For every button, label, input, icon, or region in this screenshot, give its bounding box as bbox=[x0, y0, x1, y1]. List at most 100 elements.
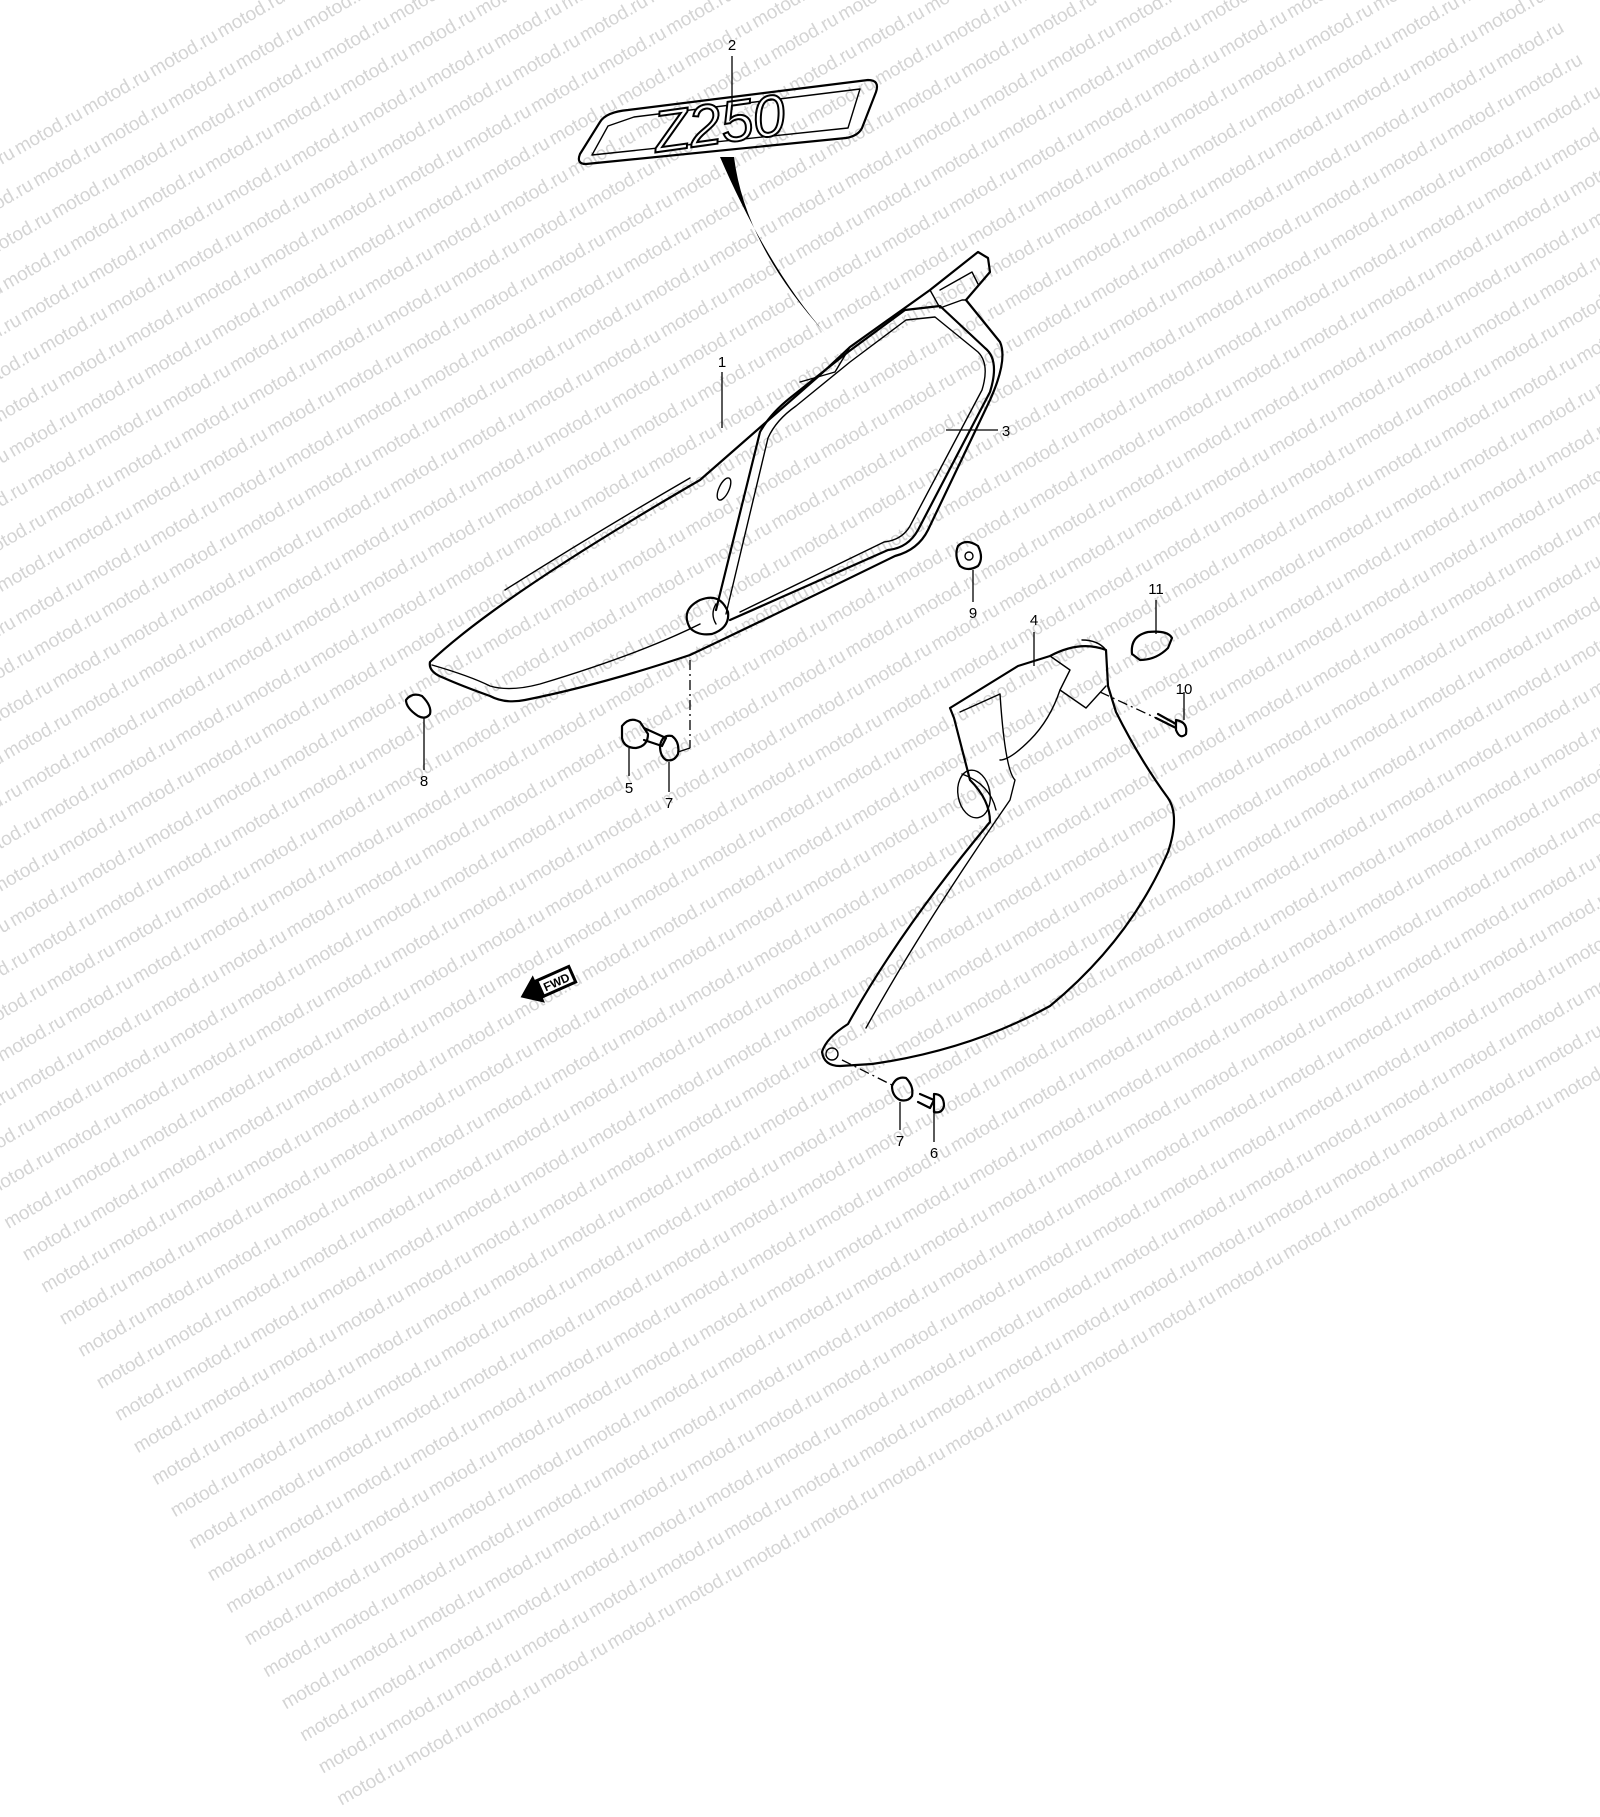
watermark-text: motod.ru bbox=[37, 1241, 113, 1298]
watermark-text: motod.ru bbox=[830, 1211, 906, 1267]
watermark-text: motod.ru bbox=[990, 1332, 1066, 1389]
watermark-text: motod.ru bbox=[799, 1314, 876, 1370]
callout-10: 10 bbox=[1176, 681, 1193, 698]
watermark-text: motod.ru bbox=[467, 1206, 544, 1263]
watermark-text: motod.ru bbox=[406, 1413, 483, 1469]
watermark-text: motod.ru bbox=[401, 1715, 477, 1772]
watermark-text: motod.ru bbox=[671, 1559, 747, 1616]
watermark-text: motod.ru bbox=[283, 1356, 360, 1412]
watermark-text: motod.ru bbox=[529, 1470, 606, 1526]
callout-1: 1 bbox=[718, 354, 726, 371]
watermark-text: motod.ru bbox=[443, 1477, 520, 1533]
watermark-text: motod.ru bbox=[111, 1369, 187, 1426]
watermark-text: motod.ru bbox=[787, 1449, 864, 1506]
pad-part-3 bbox=[714, 304, 996, 622]
watermark-text: motod.ru bbox=[425, 1445, 501, 1501]
callout-4: 4 bbox=[1030, 612, 1038, 629]
watermark-text: motod.ru bbox=[652, 1527, 729, 1584]
watermark-text: motod.ru bbox=[953, 1268, 1029, 1325]
watermark-text: motod.ru bbox=[228, 1259, 304, 1316]
emblem-part-2: Z250 bbox=[577, 78, 879, 166]
watermark-text: motod.ru bbox=[922, 1371, 999, 1428]
watermark-text: motod.ru bbox=[1058, 1293, 1134, 1350]
watermark-text: motod.ru bbox=[658, 1225, 734, 1281]
watermark-text: motod.ru bbox=[523, 1303, 599, 1359]
callout-3: 3 bbox=[1002, 423, 1010, 440]
watermark-text: motod.ru bbox=[738, 1520, 815, 1577]
watermark-text: motod.ru bbox=[314, 1252, 390, 1309]
watermark-text: motod.ru bbox=[855, 1410, 931, 1467]
watermark-text: motod.ru bbox=[1008, 1364, 1085, 1421]
watermark-text: motod.ru bbox=[873, 1442, 950, 1499]
watermark-text: motod.ru bbox=[536, 1637, 612, 1694]
watermark-text: motod.ru bbox=[129, 1401, 206, 1458]
bolt-part-5 bbox=[620, 718, 668, 750]
watermark-text: motod.ru bbox=[382, 1683, 458, 1740]
watermark-text: motod.ru bbox=[295, 1220, 372, 1277]
watermark-text: motod.ru bbox=[720, 1488, 796, 1545]
callout-2: 2 bbox=[728, 37, 736, 54]
callout-7-left: 7 bbox=[665, 795, 673, 812]
watermark-text: motod.ru bbox=[92, 1337, 169, 1394]
watermark-text: motod.ru bbox=[566, 1534, 643, 1591]
watermark-text: motod.ru bbox=[695, 1289, 771, 1345]
watermark-text: motod.ru bbox=[203, 1530, 280, 1586]
watermark-text: motod.ru bbox=[517, 1605, 594, 1662]
watermark-text: motod.ru bbox=[934, 1236, 1011, 1292]
washer-part-7-left bbox=[658, 734, 680, 762]
watermark-text: motod.ru bbox=[74, 1305, 150, 1362]
watermark-text: motod.ru bbox=[769, 1417, 845, 1474]
watermark-text: motod.ru bbox=[123, 1234, 199, 1291]
watermark-text: motod.ru bbox=[197, 1362, 273, 1419]
watermark-text: motod.ru bbox=[418, 1278, 495, 1334]
watermark-text: motod.ru bbox=[627, 1328, 704, 1384]
watermark-text: motod.ru bbox=[462, 1509, 538, 1565]
watermark-text: motod.ru bbox=[179, 1330, 255, 1387]
diagram-drawing: Z250 bbox=[404, 37, 1193, 1162]
leader-lines bbox=[423, 56, 1185, 1142]
watermark-text: motod.ru bbox=[369, 1349, 446, 1405]
watermark-text: motod.ru bbox=[1211, 1247, 1288, 1304]
watermark-text: motod.ru bbox=[333, 1754, 409, 1811]
callout-6: 6 bbox=[930, 1145, 938, 1162]
watermark-text: motod.ru bbox=[867, 1275, 943, 1331]
watermark-text: motod.ru bbox=[400, 1245, 476, 1302]
watermark-text: motod.ru bbox=[437, 1310, 513, 1366]
side-cover-part-4 bbox=[820, 639, 1176, 1068]
watermark-text: motod.ru bbox=[55, 1273, 132, 1330]
watermark-text: motod.ru bbox=[1021, 1229, 1097, 1286]
watermark-text: motod.ru bbox=[486, 1239, 562, 1295]
emblem-text: Z250 bbox=[647, 82, 789, 165]
watermark-text: motod.ru bbox=[701, 1456, 778, 1513]
watermark-text: motod.ru bbox=[916, 1204, 992, 1260]
watermark-text: motod.ru bbox=[713, 1321, 790, 1377]
watermark-text: motod.ru bbox=[664, 1392, 741, 1448]
nut-part-9 bbox=[955, 540, 983, 571]
watermark-text: motod.ru bbox=[302, 1388, 378, 1444]
watermark-text: motod.ru bbox=[504, 1271, 581, 1327]
watermark-text: motod.ru bbox=[683, 1424, 759, 1481]
watermark-text: motod.ru bbox=[732, 1353, 808, 1409]
watermark-text: motod.ru bbox=[271, 1491, 347, 1547]
watermark-text: motod.ru bbox=[1076, 1325, 1152, 1382]
watermark-text: motod.ru bbox=[357, 1484, 434, 1540]
watermark-text: motod.ru bbox=[560, 1367, 636, 1423]
callout-7-right: 7 bbox=[896, 1133, 904, 1150]
watermark-text: motod.ru bbox=[376, 1516, 452, 1572]
watermark-text: motod.ru bbox=[394, 1548, 471, 1604]
watermark-text: motod.ru bbox=[259, 1626, 335, 1682]
watermark-text: motod.ru bbox=[585, 1566, 661, 1623]
watermark-text: motod.ru bbox=[750, 1385, 827, 1442]
watermark-text: motod.ru bbox=[848, 1243, 925, 1299]
watermark-text: motod.ru bbox=[1107, 1222, 1183, 1279]
watermark-text: motod.ru bbox=[332, 1284, 409, 1341]
clip-part-11 bbox=[1130, 630, 1174, 662]
watermark-text: motod.ru bbox=[904, 1339, 980, 1396]
watermark-text: motod.ru bbox=[209, 1227, 286, 1284]
watermark-text: motod.ru bbox=[314, 1722, 391, 1779]
placement-arrow bbox=[720, 157, 825, 333]
bolt-part-6 bbox=[916, 1092, 946, 1114]
watermark-text: motod.ru bbox=[105, 1202, 181, 1259]
watermark-text: motod.ru bbox=[18, 1209, 95, 1266]
